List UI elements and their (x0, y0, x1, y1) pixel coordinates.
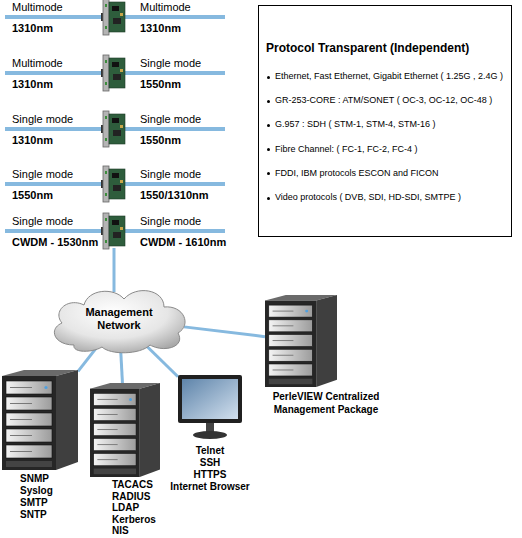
device-label: Syslog (20, 485, 80, 497)
device-labels: SNMPSyslogSMTPSNTP (20, 473, 80, 521)
server-illustration (2, 370, 78, 470)
protocol-item: FDDI, IBM protocols ESCON and FICON (275, 168, 439, 178)
server-illustration (90, 383, 160, 477)
device-label: LDAP (112, 502, 172, 514)
network-link (147, 346, 178, 377)
protocol-item: Video protocols ( DVB, SDI, HD-SDI, SMTP… (275, 192, 461, 202)
box-title: Protocol Transparent (Independent) (266, 41, 469, 55)
server-illustration (265, 295, 337, 387)
fiber-mode-label: Single mode (140, 113, 201, 126)
bullet-dot (267, 124, 270, 127)
bullet-dot (267, 100, 270, 103)
device-label: HTTPS (160, 469, 260, 481)
server-node: TACACSRADIUSLDAPKerberosNIS (90, 383, 160, 477)
fiber-mode-label: Single mode (140, 57, 201, 70)
device-label: PerleVIEW Centralized Management Package (261, 390, 391, 416)
device-labels: TACACSRADIUSLDAPKerberosNIS (112, 479, 172, 537)
bullet-dot (267, 197, 270, 200)
protocol-box: Protocol Transparent (Independent) Ethern… (258, 5, 512, 237)
server-node: SNMPSyslogSMTPSNTP (2, 370, 78, 470)
network-cloud: Management Network (44, 283, 194, 355)
device-label: NIS (112, 525, 172, 537)
fiber-mode-label: Multimode (12, 57, 63, 70)
wavelength-label: CWDM - 1610nm (140, 236, 226, 249)
fiber-mode-label: Multimode (12, 1, 63, 14)
network-link (121, 349, 123, 383)
fiber-lines (5, 17, 225, 292)
wavelength-label: 1550nm (140, 134, 181, 147)
monitor-illustration (178, 375, 242, 441)
wavelength-label: CWDM - 1530nm (12, 236, 98, 249)
wavelength-label: 1550nm (140, 78, 181, 91)
device-label: Internet Browser (160, 481, 260, 493)
device-label: RADIUS (112, 491, 172, 503)
device-label: SNMP (20, 473, 80, 485)
protocol-item: G.957 : SDH ( STM-1, STM-4, STM-16 ) (275, 119, 436, 129)
fiber-mode-label: Single mode (12, 215, 73, 228)
wavelength-label: 1310nm (12, 78, 53, 91)
cloud-label: Management Network (76, 306, 162, 332)
device-label: TACACS (112, 479, 172, 491)
monitor-node: TelnetSSHHTTPSInternet Browser (178, 375, 242, 441)
fiber-mode-label: Single mode (12, 168, 73, 181)
device-label: SMTP (20, 497, 80, 509)
wavelength-label: 1310nm (12, 134, 53, 147)
wavelength-label: 1550nm (12, 189, 53, 202)
server-node: PerleVIEW Centralized Management Package (265, 295, 337, 387)
network-link (184, 327, 265, 337)
wavelength-label: 1550/1310nm (140, 189, 209, 202)
media-converter-cards (101, 0, 125, 249)
device-labels: PerleVIEW Centralized Management Package (261, 390, 391, 416)
device-label: SNTP (20, 509, 80, 521)
device-label: SSH (160, 457, 260, 469)
fiber-mode-label: Multimode (140, 1, 191, 14)
bullet-dot (267, 148, 270, 151)
device-labels: TelnetSSHHTTPSInternet Browser (160, 445, 260, 493)
device-label: Kerberos (112, 514, 172, 526)
device-label: Telnet (160, 445, 260, 457)
protocol-item: Fibre Channel: ( FC-1, FC-2, FC-4 ) (275, 144, 418, 154)
wavelength-label: 1310nm (12, 22, 53, 35)
fiber-mode-label: Single mode (140, 168, 201, 181)
bullet-dot (267, 172, 270, 175)
protocol-item: Ethernet, Fast Ethernet, Gigabit Etherne… (275, 71, 503, 81)
protocol-item: GR-253-CORE : ATM/SONET ( OC-3, OC-12, O… (275, 95, 492, 105)
wavelength-label: 1310nm (140, 22, 181, 35)
bullet-dot (267, 76, 270, 79)
fiber-mode-label: Single mode (140, 215, 201, 228)
fiber-mode-label: Single mode (12, 113, 73, 126)
